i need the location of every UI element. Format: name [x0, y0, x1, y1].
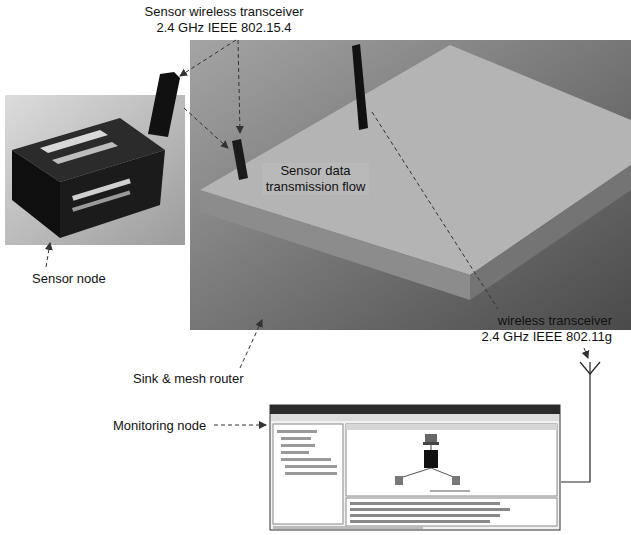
leader-lines-part	[372, 112, 498, 309]
monitoring-screenshot-part	[285, 465, 337, 468]
monitoring-screenshot-part	[281, 451, 309, 454]
leader-lines-part	[584, 348, 588, 358]
leader-lines-part	[240, 320, 262, 368]
monitoring-screenshot-part	[430, 490, 470, 492]
monitoring-screenshot-part	[277, 430, 317, 433]
leader-lines	[46, 40, 588, 425]
monitoring-screenshot-part	[346, 424, 557, 496]
monitoring-screenshot-part	[423, 442, 439, 445]
sink-router-photo-part	[190, 40, 631, 330]
monitoring-screenshot-part	[350, 520, 490, 523]
sink-router-photo-part	[200, 190, 470, 300]
leader-lines-part	[238, 40, 240, 133]
callout-label: Sink & mesh router	[133, 371, 244, 387]
callout-label: Monitoring node	[113, 418, 206, 434]
monitoring-screenshot-part	[281, 437, 311, 440]
monitoring-screenshot-part	[400, 468, 431, 478]
sensor-node-photo-part	[148, 72, 180, 137]
sink-router-photo-part	[352, 44, 368, 130]
monitoring-screenshot-part	[281, 444, 315, 447]
monitoring-screenshot-part	[424, 450, 438, 468]
sink-router-photo-part	[232, 139, 248, 180]
monitoring-screenshot-part	[281, 458, 331, 461]
sensor-node-photo-part	[12, 150, 60, 238]
monitoring-screenshot-part	[350, 508, 510, 511]
sensor-node-photo-part	[72, 190, 131, 211]
callout-label: Sensor node	[32, 271, 106, 287]
sink-router-photo-part	[200, 45, 631, 275]
sensor-node-photo-part	[60, 150, 165, 238]
sensor-node-photo	[5, 72, 185, 245]
monitoring-screenshot-part	[350, 514, 500, 517]
monitoring-screenshot-part	[346, 498, 557, 526]
monitoring-screenshot-part	[285, 472, 337, 475]
antenna-symbol-part	[589, 362, 590, 400]
monitoring-screenshot	[270, 405, 560, 530]
sink-router-photo	[190, 40, 631, 330]
sensor-node-photo-part	[72, 178, 131, 200]
monitoring-screenshot-part	[431, 445, 432, 450]
monitoring-screenshot-part	[346, 424, 557, 430]
leader-lines-part	[214, 425, 266, 426]
monitoring-screenshot-part	[452, 476, 460, 485]
callout-label: Sensor wireless transceiver 2.4 GHz IEEE…	[143, 4, 305, 36]
sink-router-photo-part	[470, 165, 631, 300]
monitoring-screenshot-part	[273, 424, 343, 524]
leader-lines-part	[184, 108, 228, 148]
monitoring-screenshot-part	[395, 476, 403, 485]
antenna-symbol	[561, 362, 600, 482]
antenna-symbol-part	[580, 362, 600, 374]
callout-label: wireless transceiver 2.4 GHz IEEE 802.11…	[478, 313, 612, 345]
monitoring-screenshot-part	[271, 414, 559, 421]
leader-lines-part	[180, 40, 236, 76]
antenna-symbol-part	[561, 400, 590, 482]
monitoring-screenshot-part	[270, 405, 560, 414]
monitoring-screenshot-part	[425, 434, 437, 442]
leader-lines-part	[46, 243, 50, 267]
monitoring-screenshot-part	[270, 405, 560, 530]
monitoring-screenshot-part	[273, 526, 423, 529]
callout-label: Sensor data transmission flow	[262, 163, 369, 195]
monitoring-screenshot-part	[350, 502, 500, 505]
sensor-node-photo-part	[52, 142, 118, 164]
